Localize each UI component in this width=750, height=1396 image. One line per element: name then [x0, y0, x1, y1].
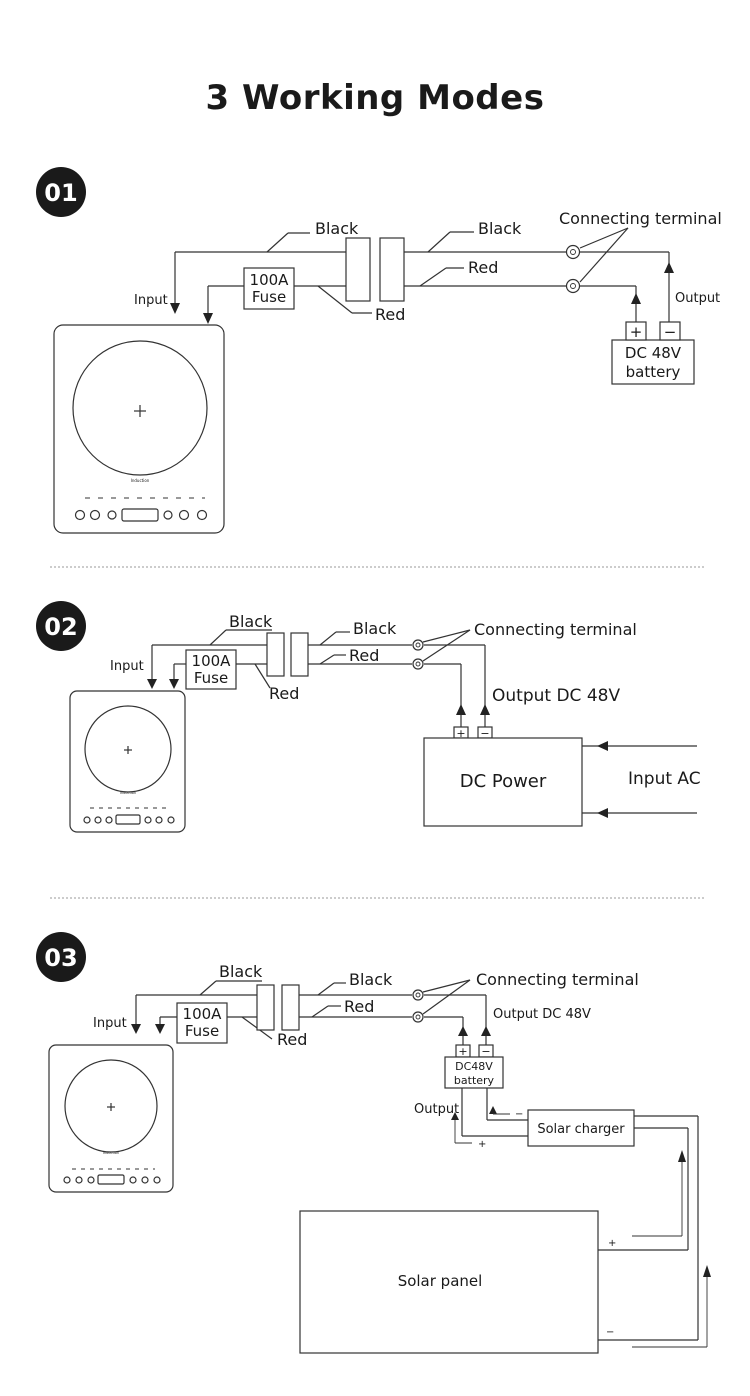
wire-label-red: Red: [269, 684, 299, 703]
battery-label: DC 48V: [625, 344, 682, 362]
connecting-terminal-label: Connecting terminal: [559, 209, 722, 228]
wire-label-black: Black: [349, 970, 393, 989]
wire-label-black: Black: [478, 219, 522, 238]
wire-label-red: Red: [375, 305, 405, 324]
input-ac-label: Input AC: [628, 769, 701, 789]
cooktop-brand: Induction: [103, 1151, 119, 1155]
svg-text:+: +: [456, 727, 465, 740]
connector-block: [281, 984, 300, 1031]
induction-cooktop: Induction: [48, 1044, 174, 1193]
mode-number-02: 02: [44, 613, 77, 641]
wire-label-red: Red: [344, 997, 374, 1016]
input-label: Input: [93, 1016, 127, 1031]
connecting-terminal-label: Connecting terminal: [476, 970, 639, 989]
wire-label-black: Black: [353, 619, 397, 638]
wire-label-black: Black: [229, 612, 273, 631]
fuse: [185, 649, 237, 690]
fuse-label: Fuse: [194, 669, 228, 687]
mode-number-01: 01: [44, 179, 77, 207]
svg-text:+: +: [478, 1139, 486, 1150]
mode-badge-03: [36, 932, 86, 982]
page-title: 3 Working Modes: [205, 78, 545, 118]
solar-panel: [299, 1210, 599, 1354]
dc-power-unit: [423, 737, 583, 827]
cooktop-brand: Induction: [120, 791, 136, 795]
mode-01: 01 100: [36, 167, 722, 534]
wire-label-red: Red: [468, 258, 498, 277]
connecting-terminal: [412, 658, 424, 670]
connecting-terminal: [412, 989, 424, 1001]
fuse-label: 100A: [192, 652, 232, 670]
connecting-terminal: [412, 1011, 424, 1023]
mode-number-03: 03: [44, 944, 77, 972]
induction-cooktop: Induction: [69, 690, 186, 833]
connector-block: [266, 632, 285, 677]
battery-label: battery: [626, 363, 681, 381]
mode-badge-02: [36, 601, 86, 651]
connector-block: [345, 237, 371, 302]
svg-text:−: −: [480, 727, 489, 740]
svg-text:+: +: [458, 1045, 467, 1058]
wire-label-black: Black: [219, 962, 263, 981]
battery: [444, 1056, 504, 1089]
svg-text:−: −: [481, 1045, 490, 1058]
wire-label-black: Black: [315, 219, 359, 238]
fuse: [243, 267, 295, 310]
connecting-terminal: [565, 278, 581, 294]
connecting-terminal: [565, 244, 581, 260]
battery-label: DC48V: [455, 1060, 493, 1073]
svg-text:−: −: [606, 1327, 614, 1338]
svg-text:+: +: [608, 1238, 616, 1249]
svg-text:−: −: [515, 1109, 523, 1120]
mode-badge-01: [36, 167, 86, 217]
connector-block: [379, 237, 405, 302]
induction-cooktop: Induction: [53, 324, 225, 534]
connecting-terminal: [412, 639, 424, 651]
fuse-label: Fuse: [185, 1022, 219, 1040]
cooktop-brand: Induction: [131, 478, 150, 483]
wire-label-red: Red: [349, 646, 379, 665]
battery-label: battery: [454, 1074, 495, 1087]
dc-power-label: DC Power: [460, 771, 547, 792]
output-dc-label: Output DC 48V: [492, 686, 620, 706]
fuse: [176, 1002, 228, 1044]
connector-block: [290, 632, 309, 677]
svg-text:+: +: [630, 323, 643, 341]
mode-03: 03 100A Fuse Black: [36, 932, 711, 1354]
output-dc-label: Output DC 48V: [493, 1007, 591, 1022]
wire-label-red: Red: [277, 1030, 307, 1049]
connector-block: [256, 984, 275, 1031]
connecting-terminal-label: Connecting terminal: [474, 620, 637, 639]
battery: [611, 339, 695, 385]
battery-positive-terminal: [625, 321, 647, 341]
output-label: Output: [414, 1102, 459, 1117]
svg-text:−: −: [664, 323, 677, 341]
battery-negative-terminal: [659, 321, 681, 341]
fuse-label: Fuse: [252, 288, 286, 306]
fuse-label: 100A: [183, 1005, 223, 1023]
fuse-label: 100A: [250, 271, 290, 289]
input-label: Input: [134, 293, 168, 308]
solar-charger-label: Solar charger: [537, 1122, 625, 1137]
output-label: Output: [675, 291, 720, 306]
mode-02: 02 100A Fuse Black: [36, 601, 701, 833]
solar-panel-label: Solar panel: [398, 1272, 483, 1290]
input-label: Input: [110, 659, 144, 674]
